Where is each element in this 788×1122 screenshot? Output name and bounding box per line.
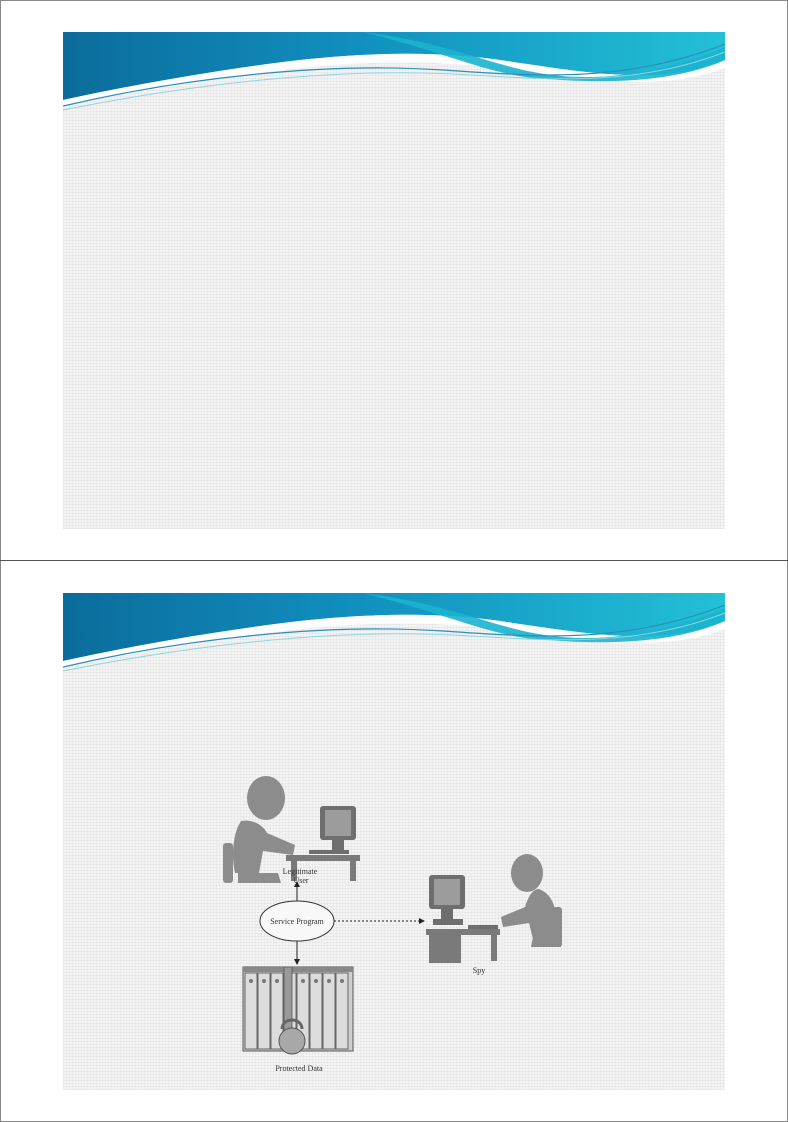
protected-data-label: Protected Data xyxy=(275,1064,323,1073)
wave-banner xyxy=(63,32,725,111)
legitimate-user-label-line1: Legitimate xyxy=(283,867,318,876)
wave-banner xyxy=(63,593,725,672)
service-program-label: Service Program xyxy=(270,917,324,926)
slide-2: Legitimate User Service Program Spy xyxy=(63,593,725,1090)
legitimate-user-figure xyxy=(223,776,360,883)
arrowhead-up xyxy=(294,881,300,887)
spy-label: Spy xyxy=(473,966,485,975)
legitimate-user-label-line2: User xyxy=(293,876,308,885)
arrowhead-right xyxy=(419,918,425,924)
page-divider xyxy=(0,560,788,561)
security-diagram: Legitimate User Service Program Spy xyxy=(223,776,562,1073)
spy-figure xyxy=(426,854,562,963)
padlock-icon xyxy=(278,1018,306,1055)
legitimate-user-label: Legitimate User xyxy=(283,867,320,885)
slide-1 xyxy=(63,32,725,529)
arrowhead-down xyxy=(294,959,300,965)
